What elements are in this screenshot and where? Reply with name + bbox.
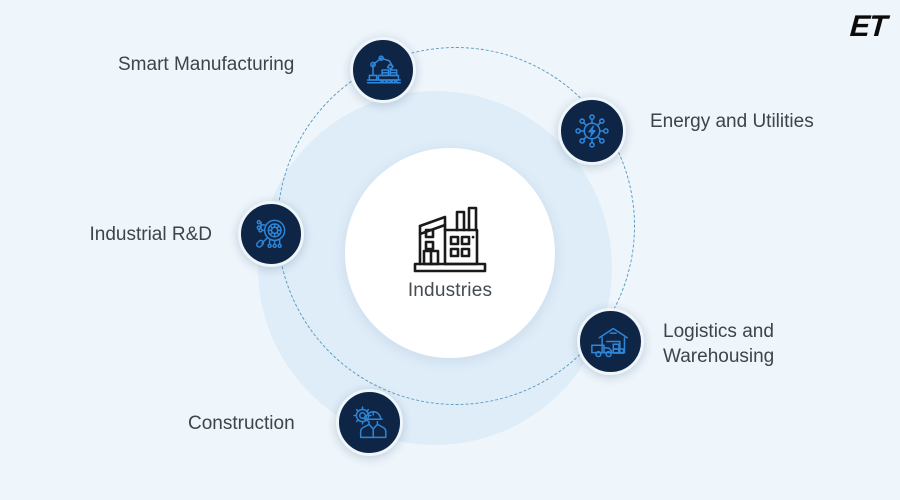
et-logo: ET xyxy=(848,10,888,43)
center-hub-label: Industries xyxy=(407,280,493,301)
node-industrial-rnd[interactable] xyxy=(238,201,304,267)
node-energy-and-utilities[interactable] xyxy=(558,97,626,165)
factory-icon xyxy=(411,204,489,276)
robot-arm-conveyor-icon xyxy=(363,50,403,90)
node-logistics-and-warehousing[interactable] xyxy=(577,308,644,375)
label-smart-manufacturing: Smart Manufacturing xyxy=(118,54,295,75)
label-construction: Construction xyxy=(188,413,295,434)
center-hub: Industries xyxy=(345,148,555,358)
energy-network-bolt-icon xyxy=(571,110,613,152)
node-construction[interactable] xyxy=(336,389,403,456)
label-logistics-and-warehousing: Logistics and Warehousing xyxy=(663,321,775,367)
label-energy-and-utilities: Energy and Utilities xyxy=(650,111,814,132)
worker-helmet-gear-icon xyxy=(349,402,390,443)
magnifier-gear-circuit-icon xyxy=(251,214,291,254)
node-smart-manufacturing[interactable] xyxy=(350,37,416,103)
warehouse-truck-icon xyxy=(590,321,631,362)
label-industrial-rnd: Industrial R&D xyxy=(89,224,213,245)
